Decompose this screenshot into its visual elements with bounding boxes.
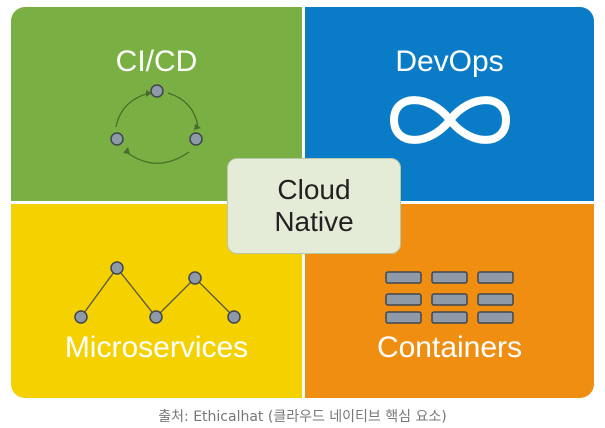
- quadrant-label-containers: Containers: [376, 331, 523, 364]
- quadrant-label-microservices: Microservices: [64, 331, 249, 364]
- cycle-icon: [110, 84, 203, 164]
- center-label-line1: Cloud: [277, 174, 351, 205]
- quadrant-label-devops: DevOps: [395, 45, 504, 78]
- cloud-native-center-box: Cloud Native: [227, 158, 401, 254]
- container-grid-icon: [385, 271, 514, 324]
- network-icon: [74, 261, 241, 324]
- center-label-line2: Native: [274, 206, 354, 237]
- quadrant-label-cicd: CI/CD: [115, 45, 198, 78]
- image-caption: 출처: Ethicalhat (클라우드 네이티브 핵심 요소): [158, 409, 447, 425]
- infinity-icon: [390, 96, 510, 144]
- cloud-native-diagram: CI/CD DevOps: [11, 7, 594, 398]
- quadrant-cicd: CI/CD: [11, 7, 302, 201]
- quadrant-containers: Containers: [305, 204, 594, 398]
